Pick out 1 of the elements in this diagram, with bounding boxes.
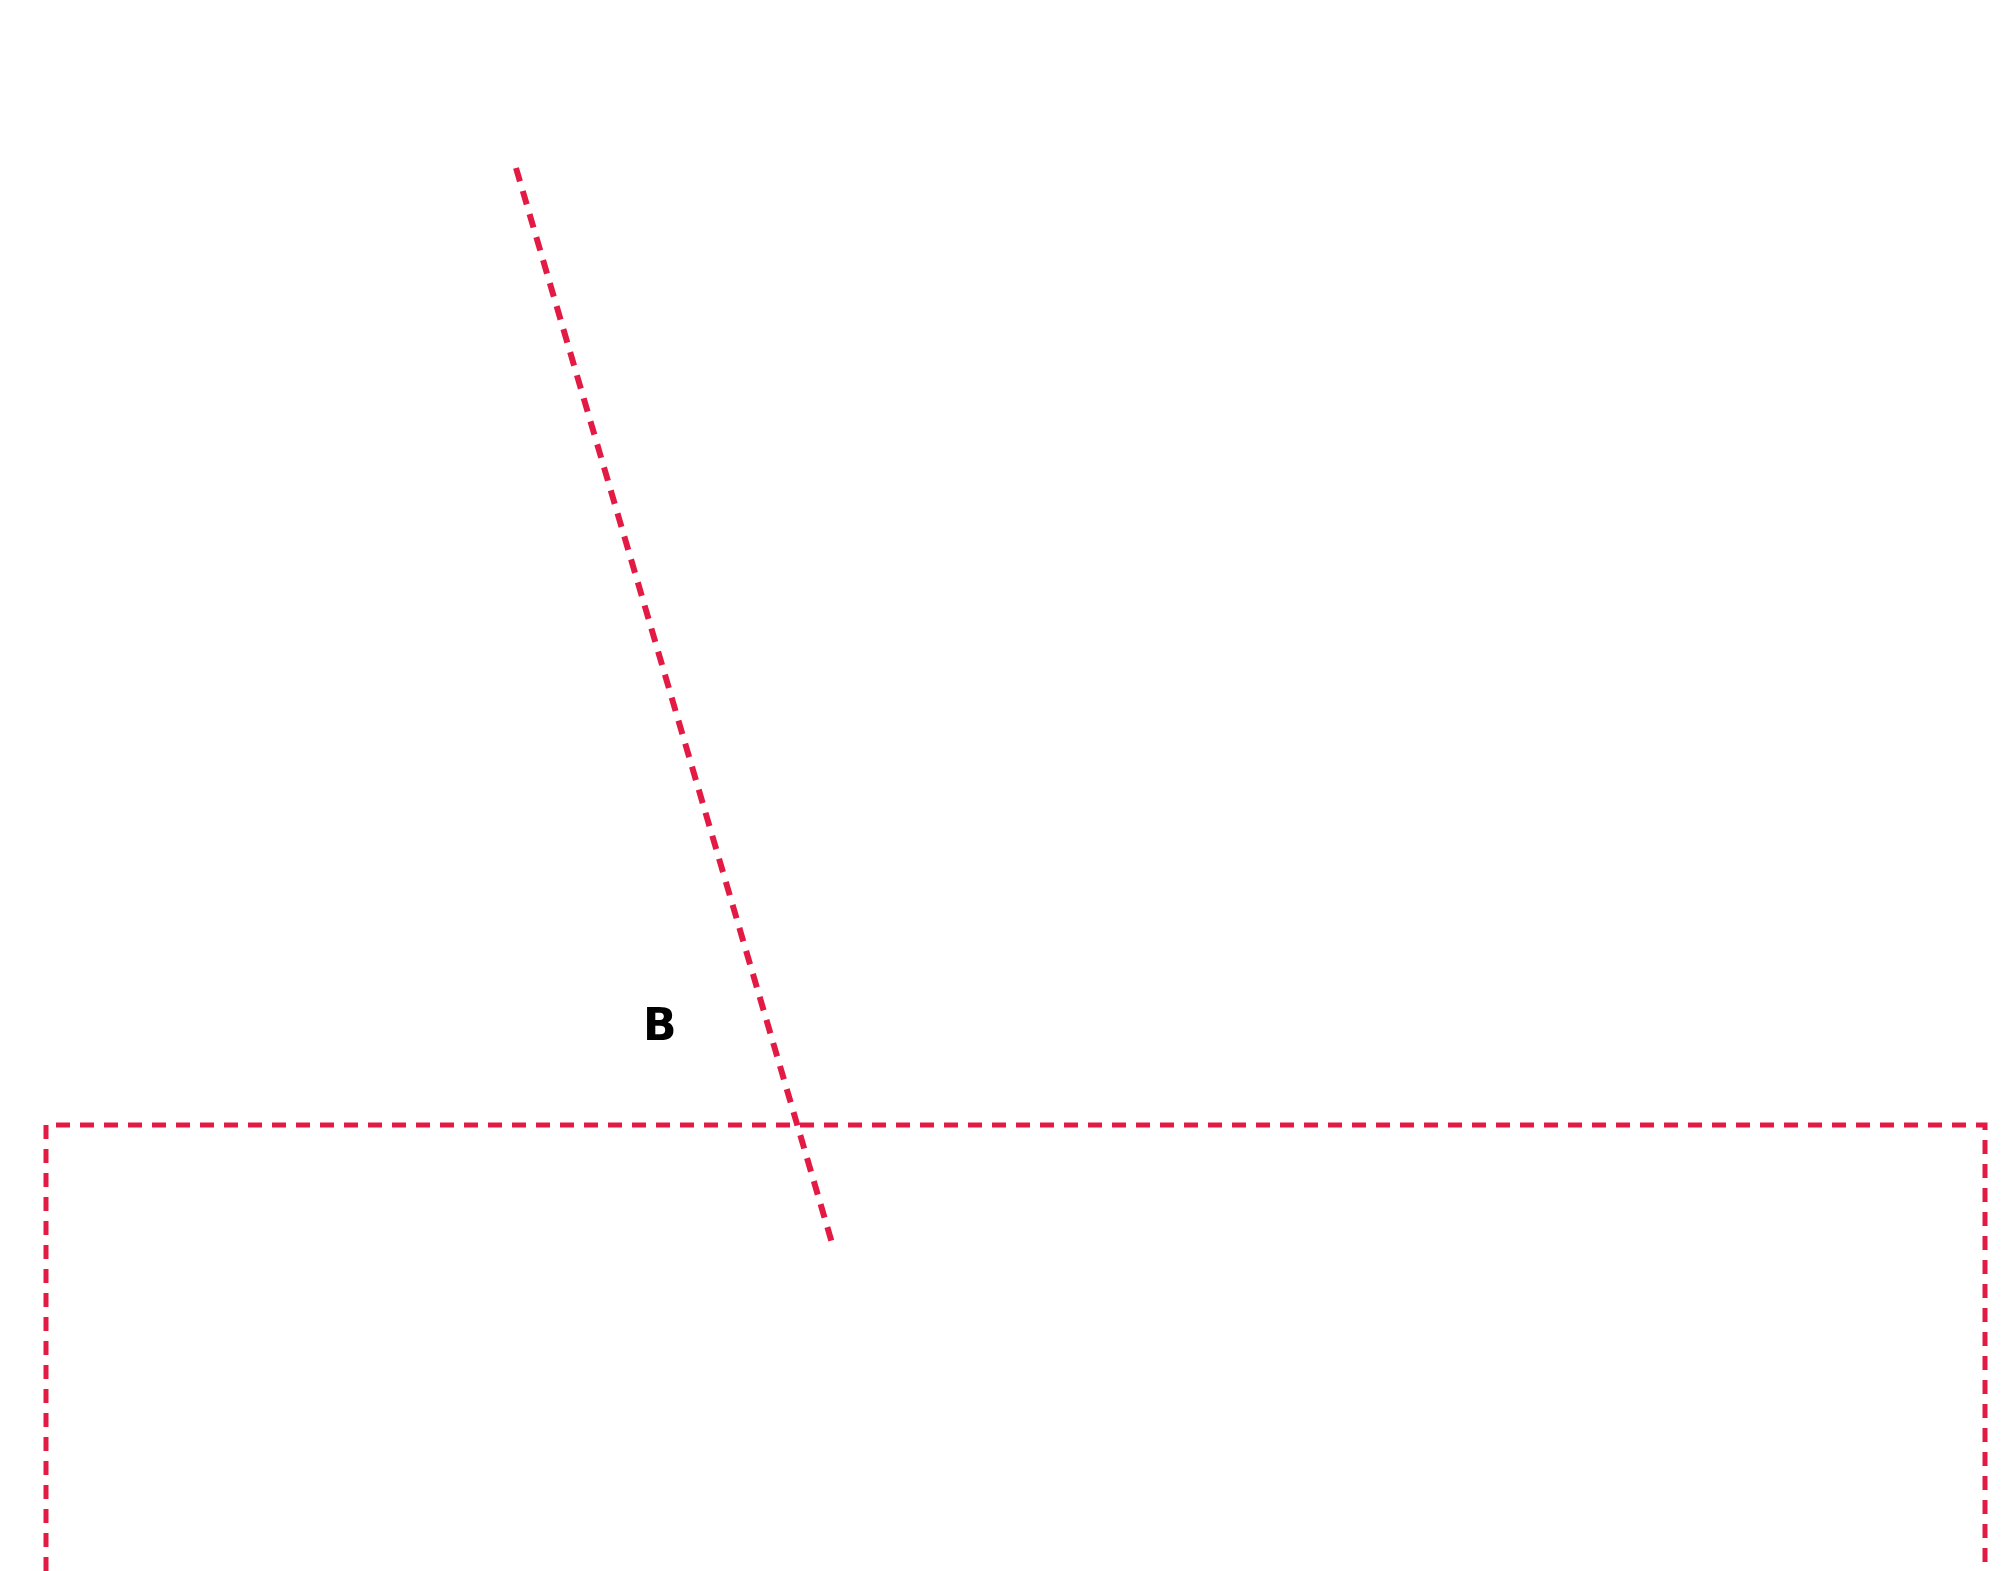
point-label: B (643, 1003, 677, 1047)
